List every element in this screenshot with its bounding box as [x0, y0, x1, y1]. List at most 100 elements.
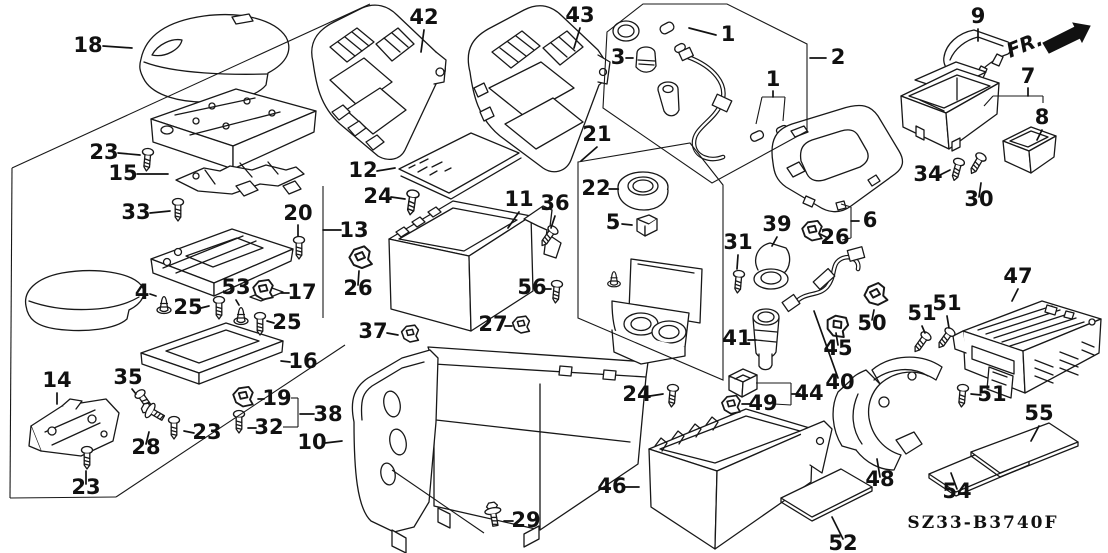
parts-artwork [24, 4, 1102, 553]
part-label-32: 32 [254, 415, 283, 439]
part-label-29: 29 [511, 508, 540, 532]
part-7-console-pocket [900, 61, 1000, 152]
part-label-26: 26 [820, 225, 849, 249]
part-label-53: 53 [221, 275, 250, 299]
aux-line-0 [11, 3, 371, 169]
part-15-latch [175, 161, 305, 197]
part-39-socket-bezel [753, 242, 791, 290]
fr-direction-indicator: FR. [1003, 22, 1091, 63]
part-label-19: 19 [262, 386, 291, 410]
part-label-13: 13 [339, 218, 368, 242]
leader-51 [946, 315, 950, 329]
screw-51c [955, 383, 970, 409]
screw-30 [966, 150, 989, 177]
part-label-24: 24 [622, 382, 651, 406]
part-label-3: 3 [611, 45, 626, 69]
leader-35 [131, 388, 137, 395]
screw-32 [232, 409, 246, 434]
screw-34 [948, 156, 966, 183]
part-label-27: 27 [478, 312, 507, 336]
part-label-47: 47 [1003, 264, 1032, 288]
part-label-11: 11 [504, 187, 533, 211]
part-label-49: 49 [748, 391, 777, 415]
aux-line-1 [9, 167, 13, 499]
screw-24b [665, 383, 680, 409]
part-label-15: 15 [108, 161, 137, 185]
part-label-51: 51 [932, 291, 961, 315]
fr-label: FR. [1003, 27, 1046, 63]
leader-10 [324, 440, 343, 444]
aux-line-20 [391, 469, 485, 534]
leader-24 [390, 196, 406, 200]
part-label-22: 22 [581, 176, 610, 200]
armrest-base [150, 88, 317, 170]
clip-26b [801, 219, 823, 242]
part-label-23: 23 [89, 140, 118, 164]
aux-line-9 [840, 203, 852, 208]
leader-39 [771, 236, 778, 247]
part-label-40: 40 [825, 370, 854, 394]
part-label-54: 54 [942, 479, 971, 503]
part-label-48: 48 [865, 467, 894, 491]
leader-40 [813, 310, 839, 379]
part-43-center-panel [467, 5, 611, 173]
part-label-51: 51 [907, 301, 936, 325]
grommet-cupholder [607, 271, 621, 288]
part-16-tray [140, 322, 284, 385]
part-label-50: 50 [857, 311, 886, 335]
aux-line-2 [9, 496, 117, 499]
leader-26 [357, 270, 360, 286]
aux-line-3 [115, 344, 346, 498]
leader-25 [266, 320, 275, 324]
part-label-21: 21 [582, 122, 611, 146]
aux-line-15 [755, 96, 763, 125]
leader-52 [831, 516, 844, 540]
leader-18 [102, 45, 133, 49]
leader-1 [688, 27, 717, 36]
part-label-17: 17 [287, 280, 316, 304]
grommet-53 [233, 306, 249, 326]
part-44-box [728, 368, 758, 398]
part-label-23: 23 [192, 420, 221, 444]
part-label-10: 10 [297, 430, 326, 454]
leader-5 [621, 223, 633, 226]
leader-23 [183, 430, 195, 434]
part-label-56: 56 [517, 275, 546, 299]
part-label-55: 55 [1024, 401, 1053, 425]
part-label-25: 25 [272, 310, 301, 334]
part-2-illumination-kit [612, 20, 789, 162]
part-label-18: 18 [73, 33, 102, 57]
part-label-52: 52 [828, 531, 857, 553]
boundary-kit-2 [602, 3, 808, 184]
clip-26a [346, 244, 374, 271]
leader-53 [235, 299, 240, 306]
leader-37 [386, 332, 399, 336]
screw-56 [549, 279, 564, 305]
boundary-kit-21 [577, 142, 724, 381]
part-label-9: 9 [971, 4, 986, 28]
part-14-bracket [28, 398, 120, 457]
leader-48 [876, 458, 881, 478]
part-label-26: 26 [343, 276, 372, 300]
diagram-code: SZ33-B3740F [907, 513, 1058, 533]
part-42-center-panel [311, 4, 447, 161]
part-label-16: 16 [288, 349, 317, 373]
leader-43 [573, 27, 581, 49]
screw-23b [167, 415, 181, 440]
screw-23 [140, 147, 155, 173]
front-pad [24, 270, 145, 332]
screw-24 [403, 188, 421, 217]
clip-27 [511, 315, 531, 334]
part-55-pad [970, 422, 1079, 478]
part-label-25: 25 [173, 295, 202, 319]
part-label-43: 43 [565, 3, 594, 27]
clip-50 [861, 280, 890, 309]
part-48-bracket [832, 356, 943, 471]
part-label-37: 37 [358, 319, 387, 343]
screw-51a [909, 329, 934, 356]
part-label-38: 38 [313, 402, 342, 426]
leader-47 [1011, 288, 1019, 302]
leader-25 [200, 305, 210, 309]
part-label-31: 31 [723, 230, 752, 254]
